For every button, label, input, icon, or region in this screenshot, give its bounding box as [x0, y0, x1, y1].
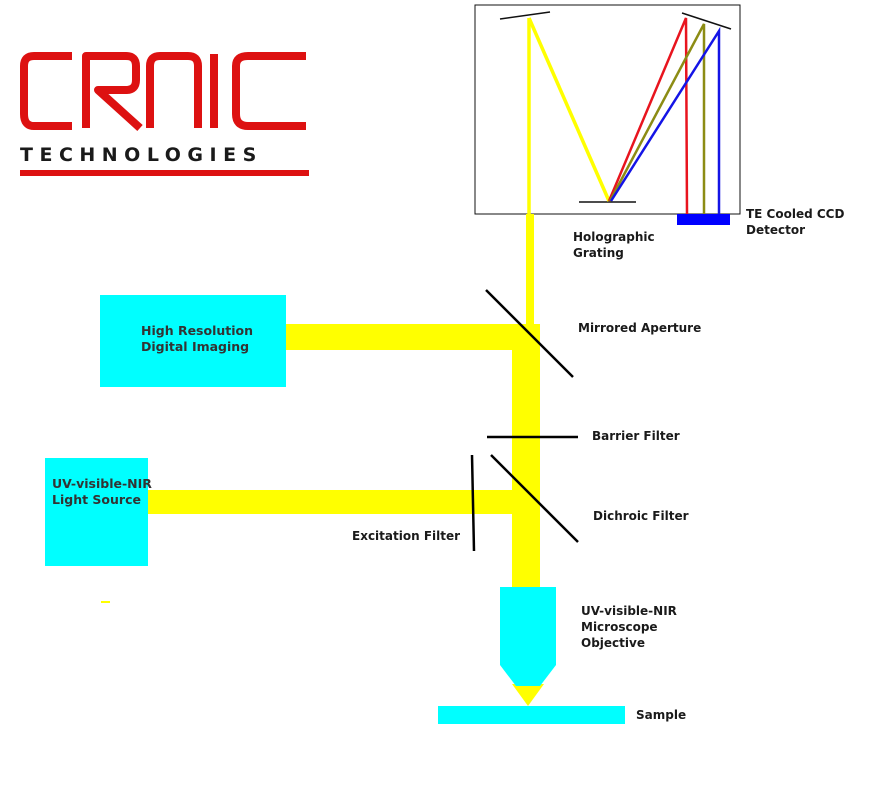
ccd-detector-label: TE Cooled CCD Detector — [746, 207, 845, 237]
imaging-label: High Resolution Digital Imaging — [141, 323, 254, 354]
light-source-label: UV-visible-NIR Light Source — [52, 476, 152, 507]
light-source-box — [45, 458, 148, 566]
dichroic-filter-label: Dichroic Filter — [593, 509, 689, 523]
focusing-mirror — [681, 12, 732, 30]
holographic-grating-label: Holographic Grating — [573, 230, 655, 260]
olive-ray — [608, 23, 706, 214]
sample-slide — [438, 706, 625, 724]
excitation-filter-label: Excitation Filter — [352, 529, 461, 543]
ccd-detector — [677, 214, 730, 225]
beam-imaging — [286, 324, 540, 350]
logo-underline — [20, 170, 309, 176]
yellow-ray-down — [527, 17, 611, 202]
dichroic-filter — [490, 454, 579, 543]
spectrometer-optics — [499, 11, 732, 225]
beam-to-sample — [512, 684, 544, 706]
red-ray — [607, 17, 689, 215]
barrier-filter-label: Barrier Filter — [592, 429, 680, 443]
beam-vertical-main — [512, 324, 540, 589]
imaging-box — [100, 295, 286, 387]
collimating-mirror — [499, 11, 551, 20]
blue-ray — [609, 26, 721, 214]
beam-illumination — [148, 490, 540, 514]
beam-stub — [101, 601, 110, 603]
excitation-filter — [470, 454, 476, 552]
spectrometer-box — [474, 4, 741, 215]
mirrored-aperture-label: Mirrored Aperture — [578, 321, 702, 335]
objective-label: UV-visible-NIR Microscope Objective — [581, 604, 677, 650]
beam-paths — [101, 214, 544, 706]
craic-logo-letters — [20, 52, 306, 131]
sample-label: Sample — [636, 708, 687, 722]
beam-to-spectrometer — [526, 214, 534, 334]
mirrored-aperture — [485, 289, 574, 378]
objective-shape — [500, 587, 556, 686]
logo-subtitle: TECHNOLOGIES — [20, 144, 263, 166]
